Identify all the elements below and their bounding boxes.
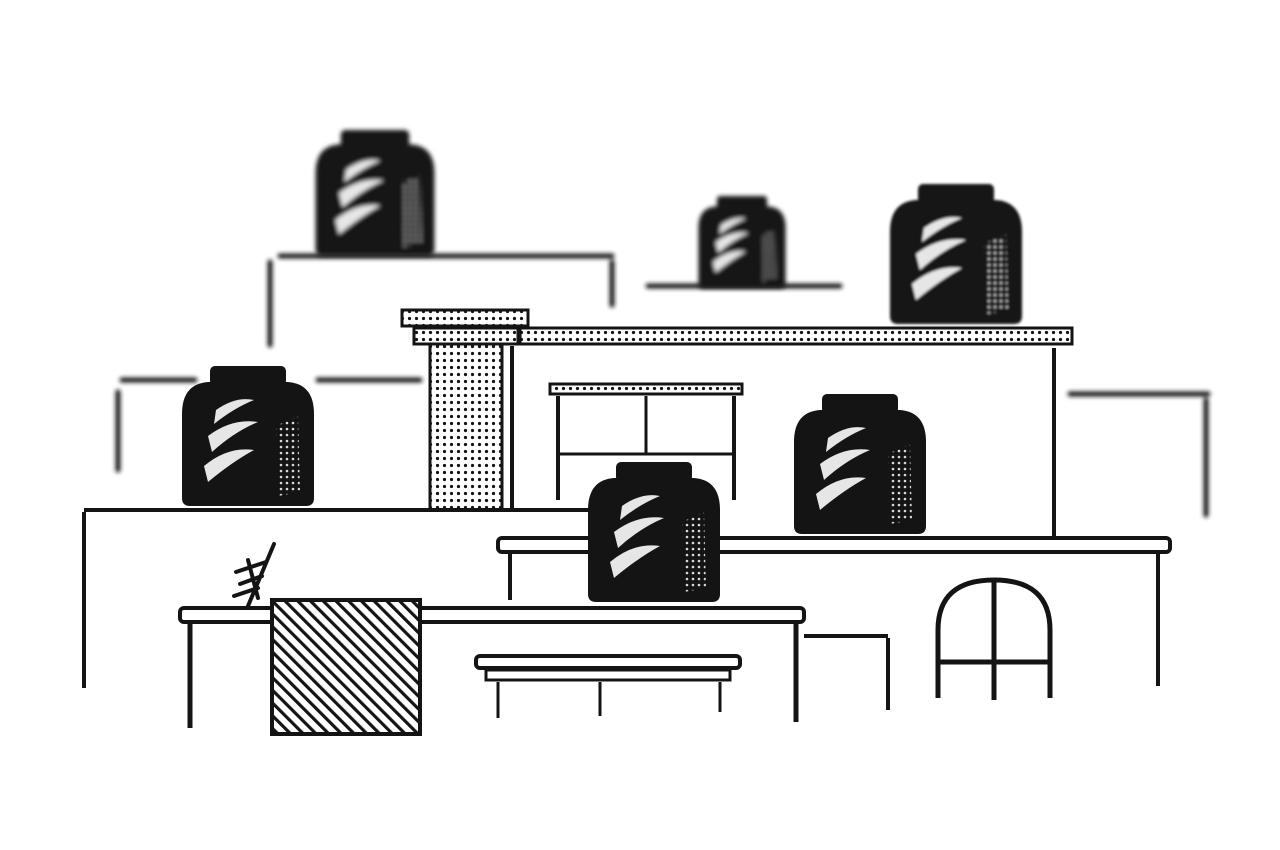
tv-antenna-icon	[232, 542, 276, 608]
water-tank-icon	[588, 462, 720, 602]
hatched-panel-icon	[270, 598, 422, 736]
water-tank-icon	[315, 130, 435, 256]
arched-window-icon	[935, 577, 1053, 700]
water-tank-icon	[182, 366, 314, 506]
background-buildings	[115, 253, 1211, 518]
water-tank-icon	[890, 184, 1022, 324]
left-building	[82, 508, 600, 688]
water-tank-icon	[794, 394, 926, 534]
middle-building	[400, 308, 1074, 536]
water-tank-icon	[698, 196, 786, 289]
